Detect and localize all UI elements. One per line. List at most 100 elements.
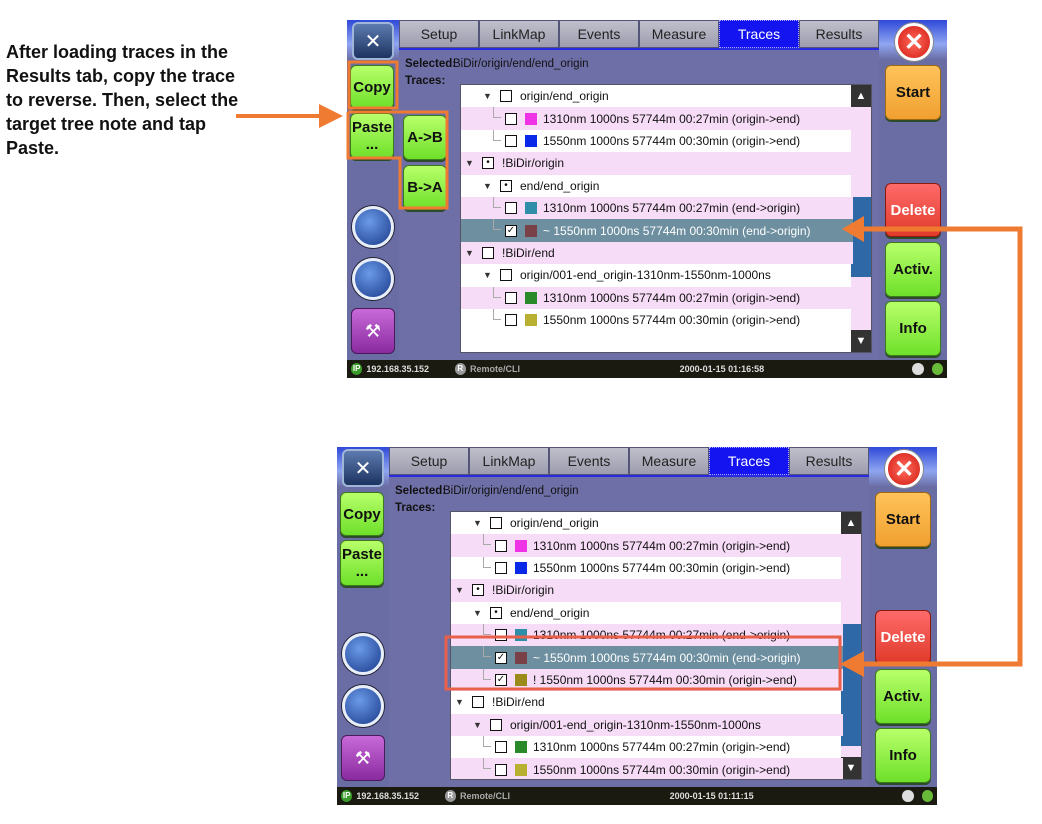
expand-arrow-icon[interactable]: ▼: [473, 518, 482, 529]
copy-button[interactable]: Copy: [340, 492, 384, 536]
tab-results[interactable]: Results: [789, 447, 869, 475]
scrollbar-thumb[interactable]: [841, 624, 861, 746]
tree-node-row[interactable]: ▼•end/end_origin: [451, 602, 843, 624]
checkbox[interactable]: [482, 246, 494, 259]
checkbox[interactable]: [490, 718, 502, 731]
checkbox-partial[interactable]: •: [482, 157, 494, 170]
checkbox[interactable]: [505, 134, 517, 147]
tab-linkmap[interactable]: LinkMap: [469, 447, 549, 475]
trace-row[interactable]: 1550nm 1000ns 57744m 00:30min (origin->e…: [451, 758, 843, 779]
start-button[interactable]: Start: [885, 65, 941, 120]
trace-row[interactable]: ✓~ 1550nm 1000ns 57744m 00:30min (end->o…: [451, 646, 843, 669]
scroll-down-button[interactable]: ▼: [851, 330, 871, 352]
info-button[interactable]: Info: [885, 301, 941, 356]
tree-node-row[interactable]: ▼•!BiDir/origin: [461, 152, 853, 175]
checkbox-checked[interactable]: ✓: [495, 651, 507, 664]
tree-node-row[interactable]: ▼•end/end_origin: [461, 175, 853, 197]
start-button[interactable]: Start: [875, 492, 931, 547]
trace-row[interactable]: 1550nm 1000ns 57744m 00:30min (origin->e…: [461, 129, 853, 152]
trace-row[interactable]: 1310nm 1000ns 57744m 00:27min (end->orig…: [461, 197, 853, 220]
toolbox-icon[interactable]: ⚒: [351, 308, 395, 354]
checkbox[interactable]: [495, 561, 507, 574]
tools-button[interactable]: ✕: [342, 449, 384, 487]
copy-highlight-box: [347, 60, 399, 110]
battery-icon: [931, 363, 943, 375]
tab-measure[interactable]: Measure: [629, 447, 709, 475]
trace-row[interactable]: 1310nm 1000ns 57744m 00:27min (origin->e…: [451, 736, 843, 758]
results-analysis-icon[interactable]: [352, 206, 394, 248]
checkbox-partial[interactable]: •: [472, 584, 484, 597]
trace-row[interactable]: 1310nm 1000ns 57744m 00:27min (origin->e…: [451, 534, 843, 557]
expand-arrow-icon[interactable]: ▼: [465, 158, 474, 169]
checkbox[interactable]: [490, 517, 502, 530]
close-button[interactable]: ✕: [895, 23, 933, 61]
activ-button[interactable]: Activ.: [875, 669, 931, 724]
tree-node-row[interactable]: ▼!BiDir/end: [451, 691, 843, 713]
copy-button[interactable]: Copy: [350, 65, 394, 109]
expand-arrow-icon[interactable]: ▼: [465, 247, 474, 258]
expand-arrow-icon[interactable]: ▼: [455, 697, 464, 708]
tree-node-row[interactable]: ▼origin/end_origin: [461, 85, 853, 107]
results-analysis-icon[interactable]: [342, 633, 384, 675]
expand-arrow-icon[interactable]: ▼: [483, 270, 492, 281]
expand-arrow-icon[interactable]: ▼: [473, 719, 482, 730]
tree-node-row[interactable]: ▼origin/end_origin: [451, 512, 843, 534]
tree-node-row[interactable]: ▼!BiDir/end: [461, 241, 853, 265]
expand-arrow-icon[interactable]: ▼: [473, 607, 482, 618]
checkbox-partial[interactable]: •: [490, 606, 502, 619]
checkbox[interactable]: [495, 763, 507, 776]
tab-traces[interactable]: Traces: [719, 20, 799, 48]
checkbox[interactable]: [472, 696, 484, 709]
tab-setup[interactable]: Setup: [389, 447, 469, 475]
expand-arrow-icon[interactable]: ▼: [455, 585, 464, 596]
tree-node-row[interactable]: ▼origin/001-end_origin-1310nm-1550nm-100…: [461, 264, 853, 286]
checkbox[interactable]: [505, 202, 517, 215]
checkbox-checked[interactable]: ✓: [505, 224, 517, 237]
checkbox[interactable]: [495, 741, 507, 754]
activ-button[interactable]: Activ.: [885, 242, 941, 297]
tab-traces[interactable]: Traces: [709, 447, 789, 475]
trace-row[interactable]: ✓! 1550nm 1000ns 57744m 00:30min (origin…: [451, 668, 843, 692]
delete-button[interactable]: Delete: [875, 610, 931, 664]
tree-node-row[interactable]: ▼origin/001-end_origin-1310nm-1550nm-100…: [451, 713, 843, 736]
scroll-down-button[interactable]: ▼: [841, 757, 861, 779]
tab-events[interactable]: Events: [549, 447, 629, 475]
tab-events[interactable]: Events: [559, 20, 639, 48]
checkbox[interactable]: [505, 314, 517, 327]
checkbox[interactable]: [500, 269, 512, 282]
tab-setup[interactable]: Setup: [399, 20, 479, 48]
paste-button[interactable]: Paste...: [350, 113, 394, 159]
info-button[interactable]: Info: [875, 728, 931, 783]
tab-results[interactable]: Results: [799, 20, 879, 48]
trace-row[interactable]: 1310nm 1000ns 57744m 00:27min (origin->e…: [461, 107, 853, 130]
folder-icon[interactable]: [352, 258, 394, 300]
trace-row[interactable]: ✓~ 1550nm 1000ns 57744m 00:30min (end->o…: [461, 219, 853, 242]
checkbox[interactable]: [500, 90, 512, 103]
toolbox-icon[interactable]: ⚒: [341, 735, 385, 781]
checkbox[interactable]: [505, 291, 517, 304]
paste-button[interactable]: Paste...: [340, 540, 384, 586]
tools-button[interactable]: ✕: [352, 22, 394, 60]
scroll-up-button[interactable]: ▲: [851, 85, 871, 107]
row-label: 1550nm 1000ns 57744m 00:30min (origin->e…: [543, 133, 801, 148]
checkbox-checked[interactable]: ✓: [495, 673, 507, 686]
close-button[interactable]: ✕: [885, 450, 923, 488]
checkbox-partial[interactable]: •: [500, 179, 512, 192]
tab-linkmap[interactable]: LinkMap: [479, 20, 559, 48]
folder-icon[interactable]: [342, 685, 384, 727]
expand-arrow-icon[interactable]: ▼: [483, 91, 492, 102]
trace-row[interactable]: 1310nm 1000ns 57744m 00:27min (origin->e…: [461, 286, 853, 309]
expand-arrow-icon[interactable]: ▼: [483, 180, 492, 191]
scroll-up-button[interactable]: ▲: [841, 512, 861, 534]
tab-measure[interactable]: Measure: [639, 20, 719, 48]
checkbox[interactable]: [505, 112, 517, 125]
trace-row[interactable]: 1310nm 1000ns 57744m 00:27min (end->orig…: [451, 624, 843, 647]
checkbox[interactable]: [495, 539, 507, 552]
scrollbar[interactable]: ▲▼: [841, 512, 861, 779]
trace-row[interactable]: 1550nm 1000ns 57744m 00:30min (origin->e…: [461, 309, 853, 331]
trace-row[interactable]: 1550nm 1000ns 57744m 00:30min (origin->e…: [451, 556, 843, 579]
a-to-b-button[interactable]: A->B: [403, 115, 447, 160]
tree-node-row[interactable]: ▼•!BiDir/origin: [451, 579, 843, 602]
